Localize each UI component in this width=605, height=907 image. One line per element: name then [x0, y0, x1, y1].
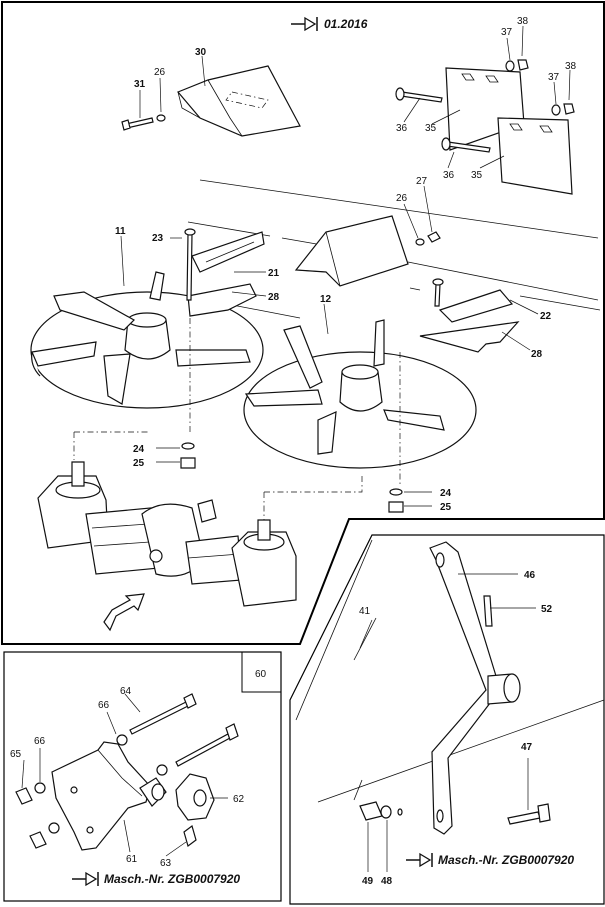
bottom-right-panel: 46 41 52 47 49 48 Masch.-Nr. ZGB0007920: [289, 534, 605, 905]
spreading-disc-right-12: [243, 319, 477, 469]
bolt-64b: [175, 733, 231, 767]
pin-63: [183, 824, 197, 848]
nut-65a: [15, 787, 33, 805]
label-35b: 35: [471, 170, 483, 181]
bottom-left-panel: 60 64 66 66: [3, 651, 282, 902]
label-28a: 28: [268, 292, 280, 303]
bracket-61: [51, 741, 151, 851]
label-36b: 36: [443, 170, 455, 181]
bottom-left-frame: [3, 651, 282, 902]
vanes-and-brackets: [120, 228, 539, 353]
bolt-64a: [129, 701, 189, 735]
top-panel: 01.2016: [1, 1, 605, 645]
label-37a: 37: [501, 27, 513, 38]
label-37b: 37: [548, 72, 560, 83]
label-26b: 26: [396, 193, 408, 204]
label-11: 11: [115, 226, 126, 237]
label-27: 27: [416, 176, 428, 187]
machine-frame-lines: [187, 179, 601, 319]
label-23: 23: [152, 233, 164, 244]
label-38a: 38: [517, 16, 529, 27]
machine-number-left: Masch.-Nr. ZGB0007920: [104, 872, 240, 886]
version-note-text: 01.2016: [324, 17, 368, 31]
top-panel-frame: [1, 1, 605, 645]
label-22: 22: [540, 311, 552, 322]
label-63: 63: [160, 858, 172, 869]
spreading-disc-left-11: [30, 271, 264, 409]
label-66a: 66: [98, 700, 110, 711]
nut-49: [359, 801, 383, 821]
machine-number-right: Masch.-Nr. ZGB0007920: [438, 853, 574, 867]
label-66b: 66: [34, 736, 46, 747]
label-64: 64: [120, 686, 132, 697]
centre-lines: [73, 318, 401, 526]
label-62: 62: [233, 794, 245, 805]
lever-46: [429, 541, 501, 835]
label-49: 49: [362, 876, 374, 887]
bottom-right-frame: [289, 534, 605, 905]
box-60: [241, 651, 282, 693]
pin-52: [483, 595, 493, 627]
washer-48: [380, 805, 392, 819]
label-61: 61: [126, 854, 138, 865]
nuts-24-25: [156, 442, 432, 513]
label-24a: 24: [133, 444, 145, 455]
label-65: 65: [10, 749, 22, 760]
label-60: 60: [255, 669, 267, 680]
label-25b: 25: [440, 502, 452, 513]
label-31: 31: [134, 79, 146, 90]
nut-65b: [29, 831, 47, 849]
direction-arrow: [103, 593, 145, 632]
bolt-47: [507, 811, 541, 825]
side-plates-35: [395, 25, 575, 195]
label-25a: 25: [133, 458, 145, 469]
version-note: 01.2016: [291, 16, 368, 32]
label-24b: 24: [440, 488, 452, 499]
machine-number-note-left: Masch.-Nr. ZGB0007920: [72, 871, 240, 887]
machine-number-note-right: Masch.-Nr. ZGB0007920: [406, 852, 574, 868]
label-26a: 26: [154, 67, 166, 78]
ramp-deflector: [294, 185, 441, 287]
deflector-plate-30: [177, 65, 301, 137]
label-21: 21: [268, 268, 280, 279]
label-41: 41: [359, 606, 371, 617]
label-48: 48: [381, 876, 393, 887]
top-part-labels: 30 31 26 37 38 37 38 36 35 36 35 27 26 1…: [115, 16, 577, 513]
label-35a: 35: [425, 123, 437, 134]
label-47: 47: [521, 742, 533, 753]
gearbox-assembly: [37, 461, 297, 607]
bolt-31: [121, 55, 206, 131]
label-46: 46: [524, 570, 536, 581]
label-12: 12: [320, 294, 332, 305]
label-28b: 28: [531, 349, 543, 360]
label-38b: 38: [565, 61, 577, 72]
label-52: 52: [541, 604, 553, 615]
label-30: 30: [195, 47, 207, 58]
label-36a: 36: [396, 123, 408, 134]
